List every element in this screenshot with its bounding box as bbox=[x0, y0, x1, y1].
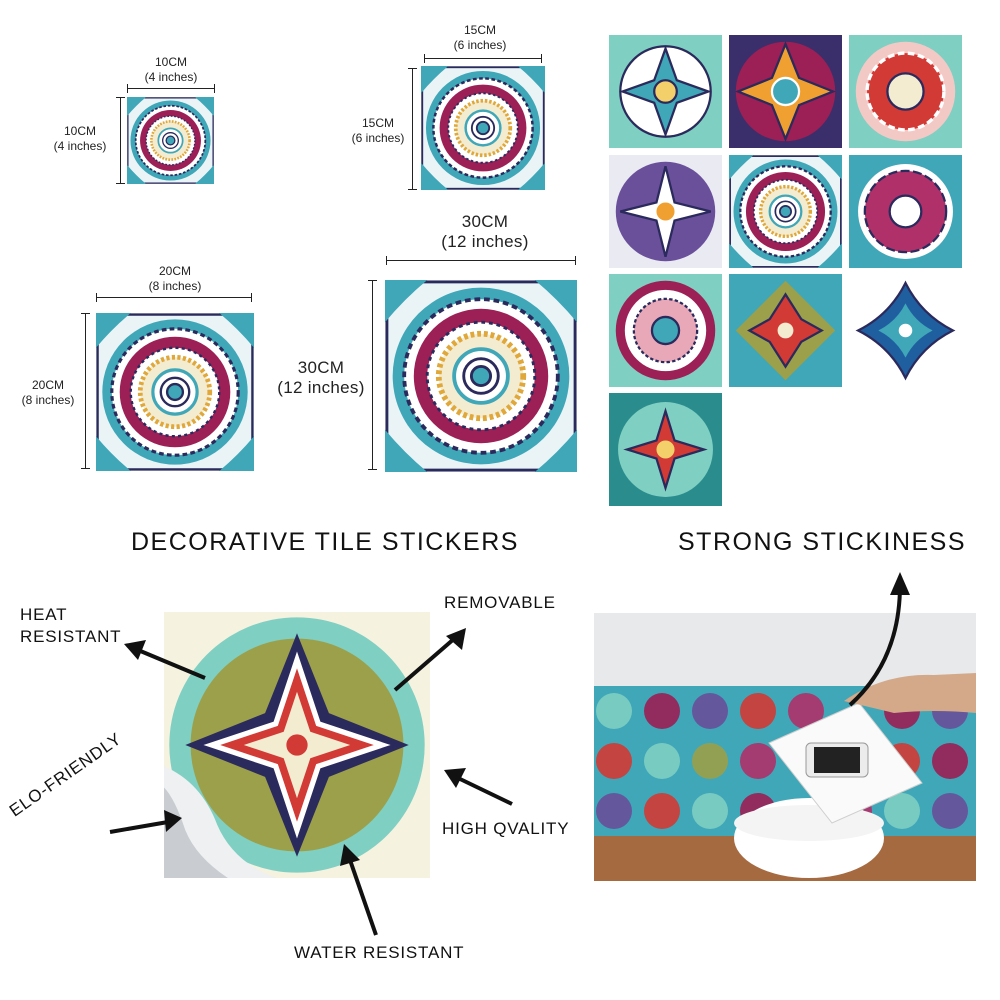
heading-strong-stickiness: STRONG STICKINESS bbox=[678, 528, 967, 556]
tile-sample-15cm bbox=[421, 66, 545, 190]
feature-high-quality: HIGH QVALITY bbox=[442, 819, 570, 838]
pattern-tile-10 bbox=[609, 393, 722, 506]
feature-arrows bbox=[109, 628, 513, 936]
pattern-tile-7 bbox=[609, 274, 722, 387]
width-dimension-line-15cm bbox=[424, 54, 542, 63]
pattern-tile-6 bbox=[849, 155, 962, 268]
bathroom-photo bbox=[594, 613, 976, 881]
pattern-tile-9 bbox=[849, 274, 962, 387]
feature-removable: REMOVABLE bbox=[444, 593, 556, 612]
feature-heat-resistant: HEAT RESISTANT bbox=[20, 604, 121, 648]
pattern-tile-2 bbox=[729, 35, 842, 148]
width-label-10cm: 10CM bbox=[154, 55, 187, 69]
pattern-tile-3 bbox=[849, 35, 962, 148]
width-label-30cm: 30CM bbox=[461, 212, 509, 231]
heading-decorative-tile-stickers: DECORATIVE TILE STICKERS bbox=[131, 528, 519, 556]
height-label-20cm: 20CM bbox=[31, 378, 64, 392]
feature-water-resistant: WATER RESISTANT bbox=[294, 943, 465, 962]
pattern-tile-5 bbox=[729, 155, 842, 268]
tile-sample-10cm bbox=[127, 97, 214, 184]
tile-sample-30cm bbox=[385, 280, 577, 472]
height-dimension-line-10cm bbox=[116, 97, 125, 184]
height-label-30cm: 30CM bbox=[297, 358, 345, 377]
pattern-tile-4 bbox=[609, 155, 722, 268]
height-dimension-line-15cm bbox=[408, 68, 417, 190]
height-label-15cm: 15CM bbox=[361, 116, 394, 130]
height-inch-label-30cm: (12 inches) bbox=[277, 378, 365, 397]
pattern-tile-1 bbox=[609, 35, 722, 148]
height-inch-label-15cm: (6 inches) bbox=[351, 131, 405, 145]
width-dimension-line-20cm bbox=[96, 293, 252, 302]
feature-heat-line1: HEAT bbox=[20, 605, 68, 624]
width-dimension-line-10cm bbox=[127, 84, 215, 93]
width-dimension-line-30cm bbox=[386, 256, 576, 265]
height-dimension-line-20cm bbox=[81, 313, 90, 469]
feature-heat-line2: RESISTANT bbox=[20, 627, 122, 646]
tile-sample-20cm bbox=[96, 313, 254, 471]
width-label-20cm: 20CM bbox=[158, 264, 191, 278]
feature-tile bbox=[164, 612, 430, 878]
height-label-10cm: 10CM bbox=[63, 124, 96, 138]
width-inch-label-30cm: (12 inches) bbox=[441, 232, 529, 251]
pattern-tile-8 bbox=[729, 274, 842, 387]
height-inch-label-10cm: (4 inches) bbox=[53, 139, 107, 153]
width-inch-label-20cm: (8 inches) bbox=[148, 279, 202, 293]
width-inch-label-15cm: (6 inches) bbox=[453, 38, 507, 52]
width-inch-label-10cm: (4 inches) bbox=[144, 70, 198, 84]
height-dimension-line-30cm bbox=[368, 280, 377, 470]
width-label-15cm: 15CM bbox=[463, 23, 496, 37]
height-inch-label-20cm: (8 inches) bbox=[21, 393, 75, 407]
lift-arrow-icon bbox=[848, 572, 910, 707]
